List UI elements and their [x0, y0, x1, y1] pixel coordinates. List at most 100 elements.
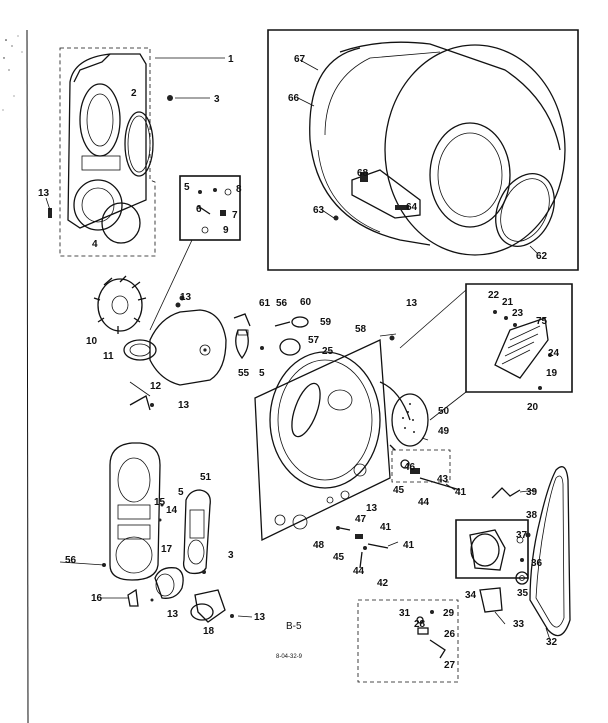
callout-13-c: 13	[178, 400, 190, 411]
drum-assembly-box	[267, 29, 579, 271]
callout-28: 28	[414, 619, 426, 630]
belt-clip	[491, 487, 521, 499]
blower-assembly	[93, 275, 227, 386]
callout-48: 48	[313, 540, 325, 551]
callout-63: 63	[313, 205, 325, 216]
callout-16: 16	[91, 593, 103, 604]
callout-19: 19	[546, 368, 558, 379]
callout-66: 66	[288, 93, 300, 104]
drawing-reference: 8-04-32-9	[276, 654, 303, 660]
callout-3: 3	[214, 94, 220, 105]
callout-56-b: 56	[65, 555, 77, 566]
callout-21: 21	[502, 297, 514, 308]
callout-labels: 1 2 3 13 4 5 6 8 7 9 67 66 68 63 62 64 1…	[38, 54, 560, 671]
lint-duct-assembly	[102, 442, 211, 581]
callout-4: 4	[92, 239, 98, 250]
switch-parts-box	[357, 599, 459, 683]
callout-20: 20	[527, 402, 539, 413]
callout-56: 56	[276, 298, 288, 309]
callout-17: 17	[161, 544, 173, 555]
callout-31: 31	[399, 608, 411, 619]
callout-7: 7	[232, 210, 238, 221]
callout-47: 47	[355, 514, 367, 525]
callout-67: 67	[294, 54, 306, 65]
callout-75: 75	[536, 316, 548, 327]
callout-32: 32	[546, 637, 558, 648]
callout-26: 26	[444, 629, 456, 640]
callout-55: 55	[238, 368, 250, 379]
callout-34: 34	[465, 590, 477, 601]
callout-25: 25	[322, 346, 334, 357]
rear-bulkhead	[254, 333, 397, 542]
callout-13-d: 13	[406, 298, 418, 309]
callout-41: 41	[455, 487, 467, 498]
callout-46: 46	[404, 462, 416, 473]
callout-51: 51	[200, 472, 212, 483]
callout-18: 18	[203, 626, 215, 637]
callout-39: 39	[526, 487, 538, 498]
callout-1: 1	[228, 54, 234, 65]
motor-shroud-parts	[127, 567, 234, 623]
callout-2: 2	[131, 88, 137, 99]
thermostat-cluster	[233, 313, 309, 360]
callout-45: 45	[393, 485, 405, 496]
callout-13-b: 13	[180, 292, 192, 303]
leader-lines	[45, 59, 551, 641]
callout-9: 9	[223, 225, 229, 236]
callout-60: 60	[300, 297, 312, 308]
callout-45-b: 45	[333, 552, 345, 563]
callout-41-c: 41	[403, 540, 415, 551]
callout-59: 59	[320, 317, 332, 328]
callout-49: 49	[438, 426, 450, 437]
control-bracket-box	[465, 283, 573, 393]
callout-14: 14	[166, 505, 178, 516]
drive-motor-box	[455, 519, 529, 579]
callout-5-b: 5	[259, 368, 265, 379]
callout-36: 36	[531, 558, 543, 569]
idler-box	[389, 444, 461, 491]
callout-44-b: 44	[353, 566, 365, 577]
callout-50: 50	[438, 406, 450, 417]
callout-61: 61	[259, 298, 271, 309]
callout-42: 42	[377, 578, 389, 589]
callout-10: 10	[86, 336, 98, 347]
callout-33: 33	[513, 619, 525, 630]
figure-code: B-5	[286, 621, 302, 632]
callout-12: 12	[150, 381, 162, 392]
callout-64: 64	[406, 202, 418, 213]
drive-belt	[529, 466, 571, 637]
scan-speckle	[2, 29, 29, 723]
callout-6: 6	[196, 204, 202, 215]
callout-41-b: 41	[380, 522, 392, 533]
callout-22: 22	[488, 290, 500, 301]
callout-13-f: 13	[254, 612, 266, 623]
callout-8: 8	[236, 184, 242, 195]
callout-43: 43	[437, 474, 449, 485]
bulkhead-fasteners	[336, 526, 389, 569]
callout-37: 37	[516, 530, 528, 541]
hardware-kit-box	[179, 175, 241, 241]
front-panel-assembly	[48, 47, 173, 257]
callout-13-e: 13	[167, 609, 179, 620]
motor-mount	[479, 587, 503, 613]
callout-24: 24	[548, 348, 560, 359]
callout-15: 15	[154, 497, 166, 508]
callout-5: 5	[184, 182, 190, 193]
heater-duct	[379, 381, 429, 447]
callout-38: 38	[526, 510, 538, 521]
callout-13-g: 13	[366, 503, 378, 514]
callout-27: 27	[444, 660, 456, 671]
callout-5-c: 5	[178, 487, 184, 498]
callout-13: 13	[38, 188, 50, 199]
callout-23: 23	[512, 308, 524, 319]
callout-3-b: 3	[228, 550, 234, 561]
callout-62: 62	[536, 251, 548, 262]
callout-29: 29	[443, 608, 455, 619]
callout-44: 44	[418, 497, 430, 508]
callout-11: 11	[103, 351, 114, 362]
callout-68: 68	[357, 168, 369, 179]
callout-35: 35	[517, 588, 529, 599]
callout-57: 57	[308, 335, 320, 346]
